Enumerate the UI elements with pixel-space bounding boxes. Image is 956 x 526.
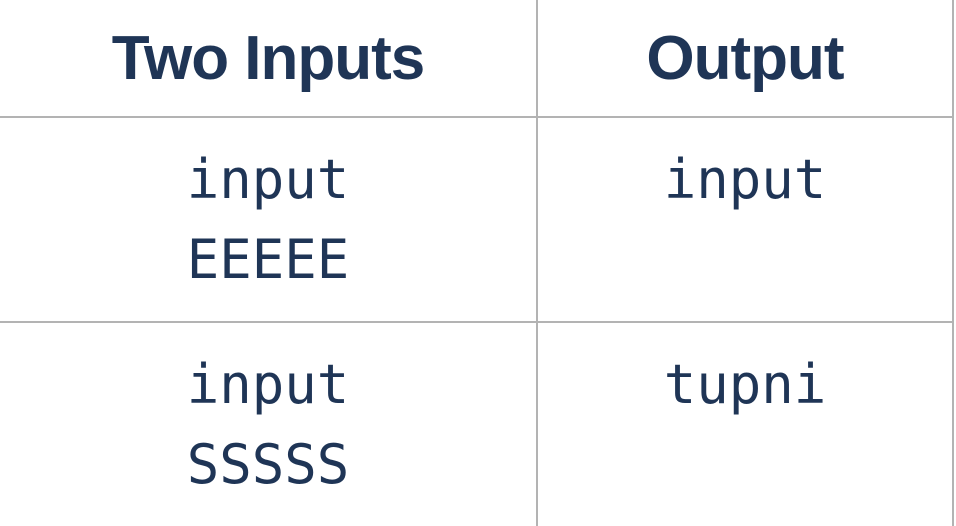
input-line: SSSSS xyxy=(186,432,350,496)
input-line: input xyxy=(186,148,350,211)
header-row: Two Inputs Output xyxy=(0,0,954,118)
table-row: input EEEEE input xyxy=(0,116,954,323)
input-line: input xyxy=(186,352,350,416)
inputs-cell: input SSSSS xyxy=(0,320,538,526)
header-two-inputs: Two Inputs xyxy=(0,0,538,118)
output-value: input xyxy=(663,148,827,211)
table-row: input SSSSS tupni xyxy=(0,320,954,526)
header-output: Output xyxy=(536,0,954,118)
input-line: EEEEE xyxy=(186,228,350,291)
inputs-cell: input EEEEE xyxy=(0,116,538,323)
output-value: tupni xyxy=(663,352,827,416)
output-cell: tupni xyxy=(536,320,954,526)
output-cell: input xyxy=(536,116,954,323)
